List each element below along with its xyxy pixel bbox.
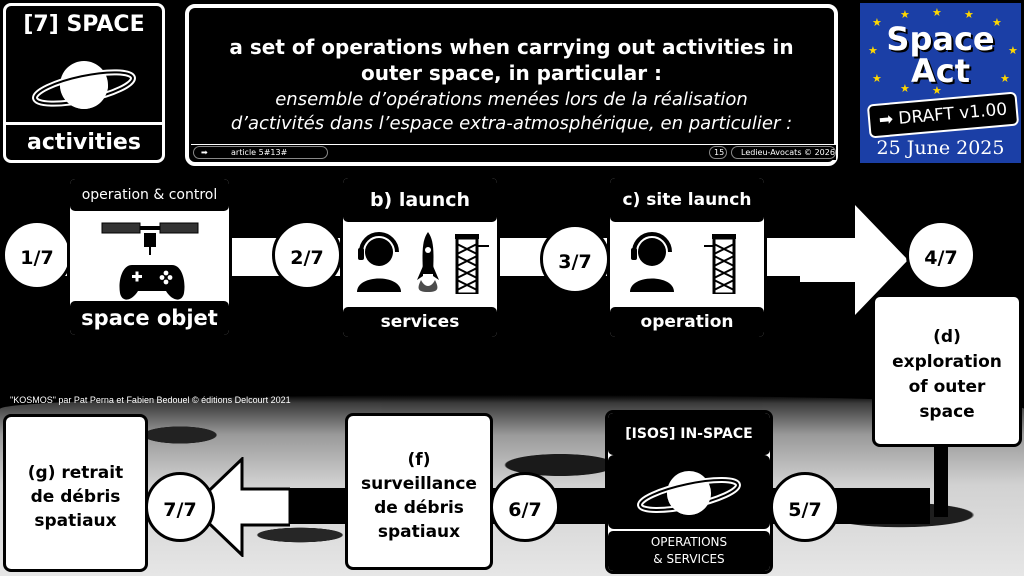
star-icon: ★ — [992, 16, 1002, 29]
draft-label: DRAFT v1.00 — [897, 99, 1008, 129]
draft-badge: ➡ DRAFT v1.00 — [866, 91, 1020, 139]
gamepad-icon — [119, 265, 185, 300]
card-f-line2: surveillance — [361, 474, 477, 494]
step-5-badge: 5/7 — [770, 472, 840, 542]
card-site-launch-operation: c) site launch operation — [607, 175, 767, 340]
card-exploration: (d) exploration of outer space — [872, 294, 1022, 447]
section-footer: activities — [6, 122, 162, 160]
page-pill — [709, 146, 727, 159]
card-f-line3: de débris — [374, 498, 464, 518]
star-icon: ★ — [868, 44, 878, 57]
card-c-footer: operation — [610, 307, 764, 337]
card-d-line3: of outer — [908, 377, 986, 397]
space-act-title: Space Act — [860, 23, 1021, 87]
card-retrait-debris: (g) retrait de débris spatiaux — [3, 414, 148, 572]
star-icon: ★ — [872, 16, 882, 29]
connector-line — [934, 447, 948, 517]
definition-french: ensemble d’opérations menées lors de la … — [189, 88, 834, 136]
card-g-line1: (g) retrait — [27, 463, 124, 483]
definition-box: a set of operations when carrying out ac… — [185, 4, 838, 166]
launch-tower-icon — [704, 234, 736, 294]
section-title: [7] SPACE — [23, 12, 145, 37]
card-d-line4: space — [919, 402, 975, 422]
card-launch-services: b) launch services — [340, 175, 500, 340]
card-e-body — [608, 455, 770, 529]
star-icon: ★ — [900, 8, 910, 21]
launch-tower-icon — [455, 234, 489, 294]
page-number: 15 — [714, 148, 725, 157]
card-d-text: (d) exploration of outer space — [875, 325, 1019, 425]
definition-en-line1: a set of operations when carrying out ac… — [229, 35, 794, 59]
footer-bar: ➡ article 5#13# 15 Ledieu-Avocats © 2026 — [191, 144, 836, 160]
card-d-line2: exploration — [892, 352, 1002, 372]
arrow-icon: ➡ — [878, 108, 900, 131]
rocket-icon — [417, 232, 439, 292]
step-1-badge: 1/7 — [2, 220, 72, 290]
step-2-badge: 2/7 — [272, 220, 342, 290]
star-icon: ★ — [900, 82, 910, 95]
card-e-footer-line1: OPERATIONS — [650, 535, 728, 549]
card-b-footer: services — [343, 307, 497, 337]
space-act-line1: Space — [886, 20, 995, 58]
card-surveillance-debris: (f) surveillance de débris spatiaux — [345, 413, 493, 570]
definition-fr-line2: d’activités dans l’espace extra-atmosphé… — [230, 113, 793, 134]
arrow-icon — [190, 457, 290, 557]
card-e-footer-line2: & SERVICES — [653, 552, 725, 566]
star-icon: ★ — [932, 84, 942, 97]
planet-icon — [32, 61, 136, 109]
article-ref: article 5#13# — [231, 148, 288, 157]
star-icon: ★ — [932, 6, 942, 19]
card-a-header: operation & control — [70, 179, 229, 211]
card-a-footer: space objet — [70, 301, 229, 335]
card-g-line3: spatiaux — [34, 511, 117, 531]
definition-english: a set of operations when carrying out ac… — [189, 34, 834, 86]
card-c-header: c) site launch — [610, 178, 764, 222]
card-g-line2: de débris — [30, 487, 121, 507]
card-operation-control: operation & control space objet — [67, 176, 232, 338]
satellite-icon — [101, 222, 199, 255]
star-icon: ★ — [1008, 44, 1018, 57]
card-e-header: [ISOS] IN-SPACE — [608, 413, 770, 455]
card-f-line1: (f) — [407, 450, 431, 470]
card-in-space-operations: [ISOS] IN-SPACE OPERATIONS & SERVICES — [605, 410, 773, 574]
headset-operator-icon — [357, 232, 401, 292]
card-e-footer: OPERATIONS & SERVICES — [608, 531, 770, 571]
step-3-badge: 3/7 — [540, 224, 610, 294]
step-4-badge: 4/7 — [906, 220, 976, 290]
copyright-pill — [731, 146, 836, 159]
card-b-header: b) launch — [343, 178, 497, 222]
planet-icon — [637, 471, 741, 515]
step-7-badge: 7/7 — [145, 472, 215, 542]
card-f-line4: spatiaux — [377, 522, 461, 542]
star-icon: ★ — [1000, 72, 1010, 85]
card-d-line1: (d) — [933, 327, 961, 347]
definition-fr-line1: ensemble d’opérations menées lors de la … — [275, 89, 748, 110]
headset-operator-icon — [630, 232, 674, 292]
eu-space-act-badge: ★ ★ ★ ★ ★ ★ ★ ★ ★ ★ ★ Space Act ➡ DRAFT … — [857, 0, 1024, 166]
definition-en-line2: outer space, in particular : — [360, 61, 663, 85]
star-icon: ★ — [872, 72, 882, 85]
article-pill — [193, 146, 328, 159]
image-credit: "KOSMOS" par Pat Perna et Fabien Bedouel… — [10, 395, 291, 405]
arrow-icon — [800, 205, 908, 315]
space-act-line2: Act — [910, 52, 971, 90]
draft-date: 25 June 2025 — [876, 137, 1005, 159]
top-left-box: [7] SPACE activities — [3, 3, 165, 163]
card-g-text: (g) retrait de débris spatiaux — [6, 461, 145, 533]
step-6-badge: 6/7 — [490, 472, 560, 542]
star-icon: ★ — [964, 8, 974, 21]
copyright-text: Ledieu-Avocats © 2026 — [741, 148, 835, 157]
card-f-text: (f) surveillance de débris spatiaux — [348, 448, 490, 544]
arrow-icon: ➡ — [201, 148, 208, 157]
